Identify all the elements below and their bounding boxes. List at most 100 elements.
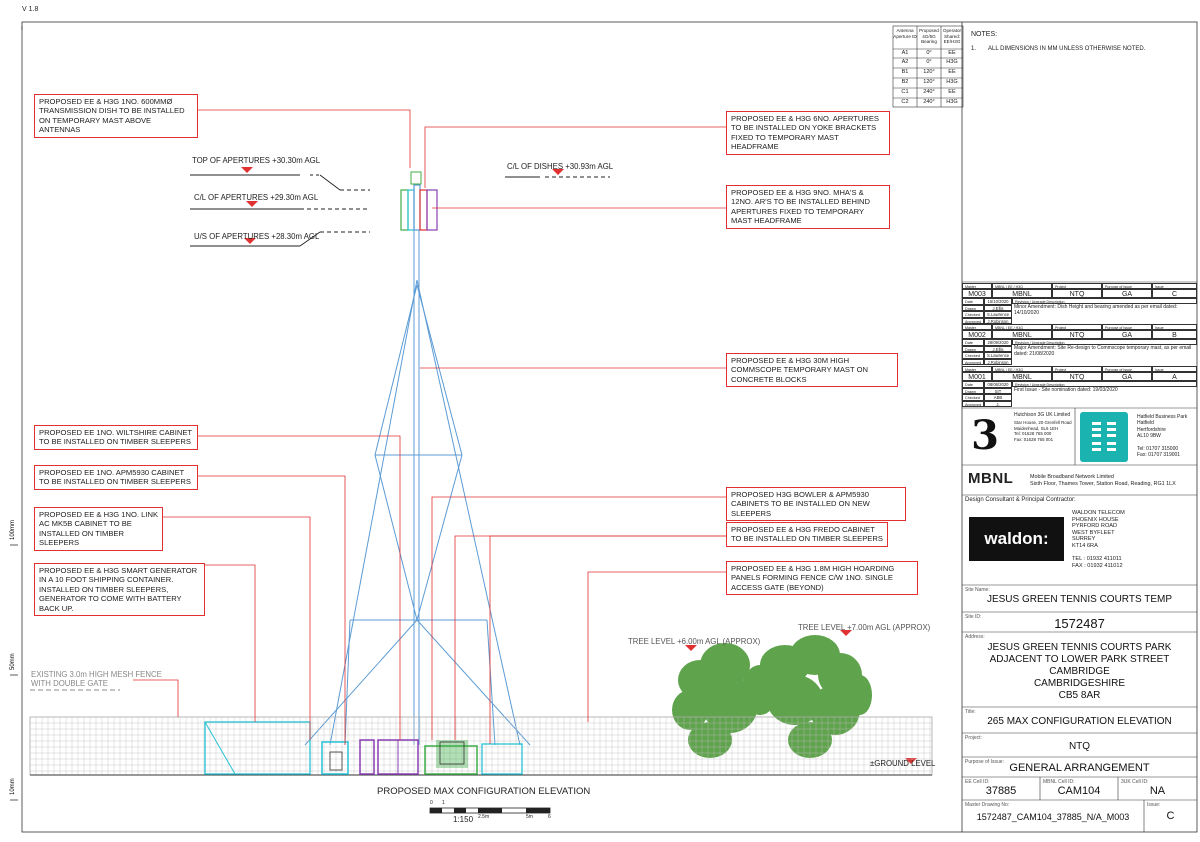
level-lines [30, 174, 610, 691]
antenna-cell: EE [948, 89, 956, 95]
drawing-title-block: 265 MAX CONFIGURATION ELEVATION [987, 716, 1172, 727]
rev-label: MBNL / EE / H3G [992, 324, 1052, 330]
rev-purpose: GA [1102, 372, 1152, 381]
antenna-cell: B1 [901, 69, 909, 75]
callout-generator: PROPOSED EE & H3G SMART GENERATOR IN A 1… [34, 563, 205, 617]
scale-tick-4: 6 [548, 814, 551, 820]
purpose-value: GENERAL ARRANGEMENT [1009, 762, 1150, 774]
site-id-label: Site ID: [965, 614, 982, 620]
master-drawing-no: 1572487_CAM104_37885_N/A_M003 [976, 812, 1130, 822]
antenna-cell: A1 [901, 50, 909, 56]
callout-leaders [133, 109, 726, 745]
sheet-border [21, 21, 1198, 833]
antenna-cell: C2 [901, 99, 909, 105]
note-number: 1. [971, 46, 977, 52]
rev-label: Project [1052, 283, 1102, 289]
callout-mast: PROPOSED EE & H3G 30M HIGH COMMSCOPE TEM… [726, 353, 898, 388]
callout-apertures: PROPOSED EE & H3G 6NO. APERTURES TO BE I… [726, 111, 890, 155]
site-name: JESUS GREEN TENNIS COURTS TEMP [986, 594, 1173, 605]
rev-detail-label: Drawn [962, 387, 984, 394]
level-top-apertures: TOP OF APERTURES +30.30m AGL [192, 156, 321, 165]
side-mark-50: 50mm [10, 653, 16, 670]
rev-mbnl: MBNL [992, 330, 1052, 339]
waldon-logo: waldon: [969, 517, 1064, 561]
version-label: V 1.8 [22, 6, 39, 13]
purpose-label: Purpose of Issue: [965, 759, 1004, 765]
rev-label: Purpose of Issue [1102, 283, 1152, 289]
antenna-cell: 240° [923, 89, 935, 95]
rev-label: MBNL / EE / H3G [992, 283, 1052, 289]
consultant-line: KT14 6RA [1072, 542, 1098, 549]
level-markers [241, 167, 917, 764]
drawing-title: PROPOSED MAX CONFIGURATION ELEVATION [377, 786, 591, 797]
3uk-cell-id: NA [1149, 785, 1166, 797]
callout-hoarding: PROPOSED EE & H3G 1.8m HIGH HOARDING PAN… [726, 561, 918, 596]
rev-description: Minor Amendment: Dish Height and bearing… [1014, 304, 1178, 316]
rev-description: First Issue - Site nomination dated: 19/… [1014, 387, 1118, 393]
ee-address: Hatfield Business Park Hatfield Hertford… [1137, 414, 1187, 459]
rev-detail-label: Drawn [962, 345, 984, 352]
rev-approved: J.Robinson [984, 317, 1012, 324]
rev-mbnl: MBNL [992, 372, 1052, 381]
level-tree-2: TREE LEVEL +7.00m AGL (APPROX) [798, 623, 931, 632]
h3g-logo: 3 [971, 412, 999, 459]
side-marks [10, 544, 18, 801]
rev-detail-label: Date [962, 381, 984, 388]
ee-line: Hertfordshire [1137, 426, 1166, 433]
consultant-line: WALDON TELECOM [1072, 510, 1125, 516]
consultant-line: TEL : 01932 411011 [1072, 556, 1122, 563]
master-drawing-label: Master Drawing No: [965, 802, 1010, 808]
rev-detail-label: Approved [962, 400, 984, 407]
antenna-cell: 120° [923, 69, 935, 75]
antenna-cell: 120° [923, 79, 935, 85]
antenna-th-operator: Operator Shared: EE/H3G [942, 28, 962, 44]
side-mark-100: 100mm [10, 520, 16, 540]
rev-checked: S.Lawrence [984, 352, 1012, 359]
rev-detail-label: Approved [962, 317, 984, 324]
notes-title: NOTES: [971, 31, 998, 38]
consultant-line: WEST BYFLEET [1072, 529, 1115, 536]
rev-label: Project [1052, 366, 1102, 372]
rev-detail-label: Checked [962, 311, 984, 318]
scale-tick-2: 2.5m [478, 814, 490, 820]
rev-issue: C [1152, 289, 1197, 298]
title-block-lines [962, 281, 1197, 832]
callout-wiltshire: PROPOSED EE 1NO. WILTSHIRE CABINET TO BE… [34, 425, 198, 450]
rev-detail-label: Approved [962, 358, 984, 365]
callout-fredo: PROPOSED EE & H3G FREDO CABINET TO BE IN… [726, 522, 888, 547]
rev-date: 15/10/2020 [984, 298, 1012, 305]
rev-desc-label: Revision / Upgrade Description [1012, 339, 1197, 345]
rev-detail-label: Checked [962, 352, 984, 359]
consultant-address: WALDON TELECOM PHOENIX HOUSE PYRFORD ROA… [1072, 510, 1125, 569]
3uk-cell-id-label: 3UK Cell ID: [1121, 779, 1149, 785]
ee-cell-id: 37885 [985, 785, 1017, 797]
site-name-label: Site Name: [965, 587, 990, 593]
h3g-address: Star House, 20 Grenfell Road Maidenhead,… [1014, 420, 1072, 442]
mast-headframe [400, 171, 438, 231]
rev-detail-label: Date [962, 298, 984, 305]
consultant-line: FAX : 01932 411012 [1072, 562, 1123, 569]
consultant-line: PHOENIX HOUSE [1072, 516, 1119, 523]
callout-link: PROPOSED EE & H3G 1NO. LINK AC MK5B CABI… [34, 507, 163, 551]
temporary-mast [304, 230, 531, 746]
rev-label: Master [962, 366, 992, 372]
callout-dish: PROPOSED EE & H3G 1NO. 600MMØ TRANSMISSI… [34, 94, 198, 138]
antenna-th-id: Antenna Aperture ID [893, 28, 917, 39]
side-mark-10: 10mm [10, 778, 16, 795]
rev-label: Master [962, 324, 992, 330]
antenna-cell: 0° [926, 50, 932, 56]
rev-drawn: J.Ellis [984, 304, 1012, 311]
master-issue: C [1166, 810, 1175, 822]
level-ground: ±GROUND LEVEL [870, 759, 936, 768]
waldon-logo-text: waldon: [984, 529, 1049, 548]
callout-mha: PROPOSED EE & H3G 9NO. MHA'S & 12NO. AR'… [726, 185, 890, 229]
rev-approved: J.Robinson [984, 358, 1012, 365]
mbnl-address: Sixth Floor, Thames Tower, Station Road,… [1030, 481, 1176, 487]
antenna-cell: 240° [923, 99, 935, 105]
antenna-cell: EE [948, 69, 956, 75]
rev-purpose: GA [1102, 289, 1152, 298]
h3g-line: Star House, 20 Grenfell Road [1014, 420, 1072, 425]
rev-label: Purpose of Issue [1102, 366, 1152, 372]
rev-drawn: SIT [984, 387, 1012, 394]
